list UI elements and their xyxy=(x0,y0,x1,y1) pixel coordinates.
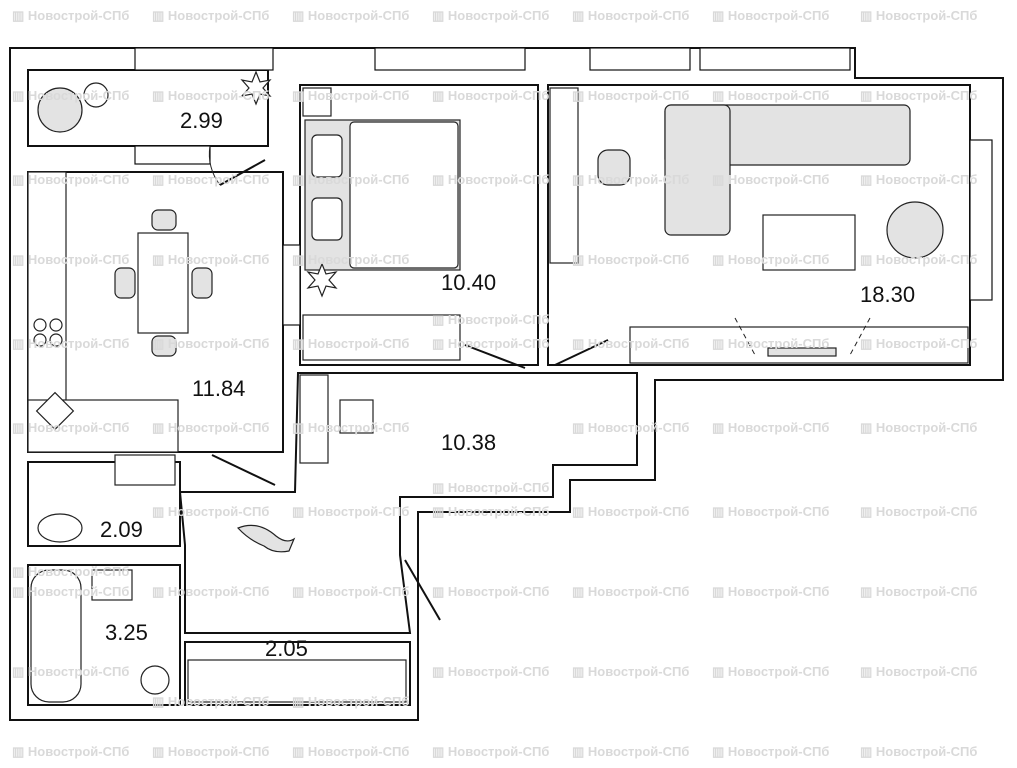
stove-icon xyxy=(33,318,63,347)
wardrobe-icon xyxy=(302,314,461,361)
area-label-balcony: 2.99 xyxy=(180,108,223,133)
washing-machine-icon xyxy=(140,665,170,695)
chair-icon xyxy=(151,209,177,231)
window xyxy=(699,47,851,71)
area-label-wc: 2.09 xyxy=(100,517,143,542)
area-label-bedroom: 10.40 xyxy=(441,270,497,295)
pet-icon xyxy=(236,524,296,553)
window xyxy=(134,47,274,71)
bathtub-icon xyxy=(30,569,82,703)
area-label-kitchen: 11.84 xyxy=(192,376,246,401)
door xyxy=(464,344,526,369)
toilet-icon xyxy=(37,513,83,543)
office-chair-icon xyxy=(597,149,631,186)
hallway-wardrobe-icon xyxy=(187,659,407,703)
robot-vacuum-dock-icon xyxy=(339,399,374,434)
window xyxy=(374,47,526,71)
pillow-icon xyxy=(311,134,343,178)
area-label-hallway: 2.05 xyxy=(265,636,308,661)
balcony-room xyxy=(27,69,269,147)
pillow-icon xyxy=(311,197,343,241)
area-label-living-room: 18.30 xyxy=(860,282,916,307)
dining-table-icon xyxy=(137,232,189,334)
sink-icon xyxy=(35,391,75,431)
door xyxy=(404,559,441,621)
tv-icon xyxy=(767,347,837,357)
armchair-icon xyxy=(37,87,83,133)
window xyxy=(969,139,993,301)
chair-icon xyxy=(191,267,213,299)
chair-icon xyxy=(114,267,136,299)
window xyxy=(134,145,211,165)
area-label-bathroom: 3.25 xyxy=(105,620,148,645)
tv-stand-icon xyxy=(629,326,969,364)
washing-machine-cabinet-icon xyxy=(114,454,176,486)
coffee-table-icon xyxy=(762,214,856,271)
cabinet-icon xyxy=(299,374,329,464)
chair-icon xyxy=(151,335,177,357)
window xyxy=(589,47,691,71)
area-label-corridor: 10.38 xyxy=(441,430,497,455)
side-table-icon xyxy=(83,82,109,108)
plant-icon xyxy=(306,262,338,298)
door xyxy=(554,339,609,366)
washbasin-icon xyxy=(91,569,133,601)
window xyxy=(282,244,301,326)
shelf-icon xyxy=(302,87,332,117)
desk-icon xyxy=(549,87,579,264)
armchair-icon xyxy=(886,201,944,259)
door xyxy=(211,454,276,486)
door xyxy=(208,145,266,186)
plant-icon xyxy=(240,70,272,106)
